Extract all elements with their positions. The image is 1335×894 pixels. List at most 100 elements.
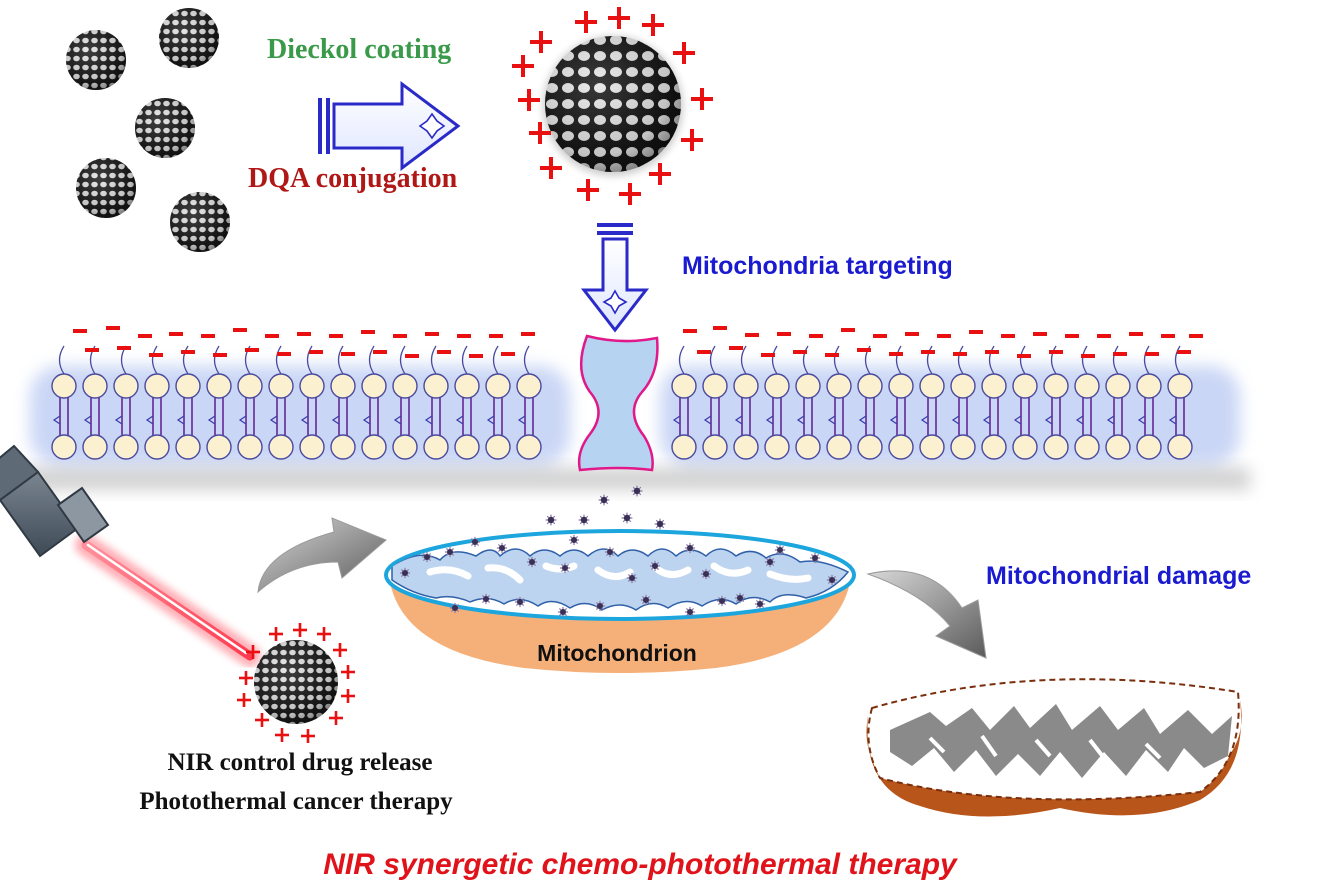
drug-particle-icon [684, 606, 696, 618]
drug-particle-icon [654, 518, 666, 530]
drug-particle-icon [700, 568, 712, 580]
drug-particle-icon [640, 594, 652, 606]
negative-charge-icon [277, 352, 291, 356]
drug-particle-icon [480, 593, 492, 605]
mitochondrion: Mitochondrion [384, 529, 856, 673]
positive-charge-icon [530, 31, 552, 53]
drug-particle-icon [774, 544, 786, 556]
negative-charge-icon [729, 346, 743, 350]
phospholipid [764, 345, 790, 460]
label-mitochondria-targeting: Mitochondria targeting [682, 252, 953, 280]
negative-charge-icon [85, 348, 99, 352]
phospholipid [857, 345, 883, 460]
phospholipid [485, 345, 511, 460]
nir-nanoparticle [254, 640, 338, 724]
phospholipid [299, 345, 325, 460]
negative-charge-icon [201, 334, 215, 338]
negative-charge-icon [117, 346, 131, 350]
released-drug-particles [545, 485, 666, 530]
sparkle-icon [418, 112, 446, 140]
phospholipid [82, 345, 108, 460]
negative-charge-icon [761, 353, 775, 357]
phospholipid [1043, 345, 1069, 460]
negative-charge-icon [825, 353, 839, 357]
negative-charge-icon [265, 334, 279, 338]
phospholipid [237, 345, 263, 460]
negative-charge-icon [841, 328, 855, 332]
phospholipid [888, 345, 914, 460]
drug-particle-icon [514, 596, 526, 608]
drug-particle-icon [449, 602, 461, 614]
negative-charge-icon [149, 353, 163, 357]
phospholipid [206, 345, 232, 460]
negative-charge-icon [329, 334, 343, 338]
drug-particle-icon [559, 562, 571, 574]
negative-charge-icon [1017, 354, 1031, 358]
phospholipid [702, 345, 728, 460]
negative-charge-icon [921, 350, 935, 354]
positive-charge-icon [649, 163, 671, 185]
positive-charge-icon [691, 88, 713, 110]
negative-charge-icon [889, 352, 903, 356]
negative-charge-icon [405, 354, 419, 358]
negative-charge-icon [1189, 334, 1203, 338]
drug-particle-icon [604, 546, 616, 558]
negative-charge-icon [1177, 350, 1191, 354]
drug-particle-icon [444, 546, 456, 558]
phospholipid [1167, 345, 1193, 460]
positive-charge-icon [529, 122, 551, 144]
negative-charge-icon [169, 332, 183, 336]
phospholipid [361, 345, 387, 460]
negative-charge-icon [341, 352, 355, 356]
negative-charge-icon [953, 352, 967, 356]
positive-charge-icon [642, 14, 664, 36]
positive-charge-icon [518, 89, 540, 111]
negative-charge-icon [745, 333, 759, 337]
phospholipid [919, 345, 945, 460]
curved-arrow-to-damage [866, 570, 987, 659]
negative-charge-icon [469, 354, 483, 358]
negative-charge-icon [425, 332, 439, 336]
drug-particle-icon [399, 567, 411, 579]
positive-charge-icon [333, 643, 347, 657]
phospholipid [981, 345, 1007, 460]
negative-charge-icon [1129, 332, 1143, 336]
drug-particle-icon [568, 534, 580, 546]
negative-charge-icon [361, 330, 375, 334]
positive-charge-icon [246, 645, 260, 659]
negative-charge-icon [857, 348, 871, 352]
phospholipid [1074, 345, 1100, 460]
positive-charge-icon [512, 55, 534, 77]
positive-charge-icon [341, 689, 355, 703]
drug-particle-icon [809, 552, 821, 564]
positive-charge-icon [255, 713, 269, 727]
positive-charge-icon [577, 179, 599, 201]
phospholipid [144, 345, 170, 460]
phospholipid [795, 345, 821, 460]
label-mitochondrial-damage: Mitochondrial damage [986, 562, 1251, 590]
positive-charge-icon [329, 711, 343, 725]
drug-particle-icon [684, 542, 696, 554]
porous-nanoparticle [159, 8, 219, 68]
positive-charge-icon [237, 693, 251, 707]
drug-particle-icon [578, 514, 590, 526]
negative-charge-icon [809, 334, 823, 338]
drug-particle-icon [421, 551, 433, 563]
negative-charge-icon [106, 326, 120, 330]
phospholipid [671, 345, 697, 460]
phospholipid [516, 345, 542, 460]
negative-charge-icon [489, 334, 503, 338]
drug-particle-icon [734, 592, 746, 604]
charged-nanoparticle [543, 36, 683, 176]
negative-charge-icon [373, 350, 387, 354]
drug-particle-icon [764, 556, 776, 568]
negative-charge-icon [309, 350, 323, 354]
nir-laser [0, 444, 261, 667]
phospholipid [268, 345, 294, 460]
negative-charge-icon [213, 353, 227, 357]
membrane-channel [577, 334, 659, 472]
negative-charge-icon [713, 326, 727, 330]
positive-charge-icon [681, 129, 703, 151]
drug-particle-icon [557, 606, 569, 618]
curved-arrow-to-mitochondrion [257, 517, 387, 594]
